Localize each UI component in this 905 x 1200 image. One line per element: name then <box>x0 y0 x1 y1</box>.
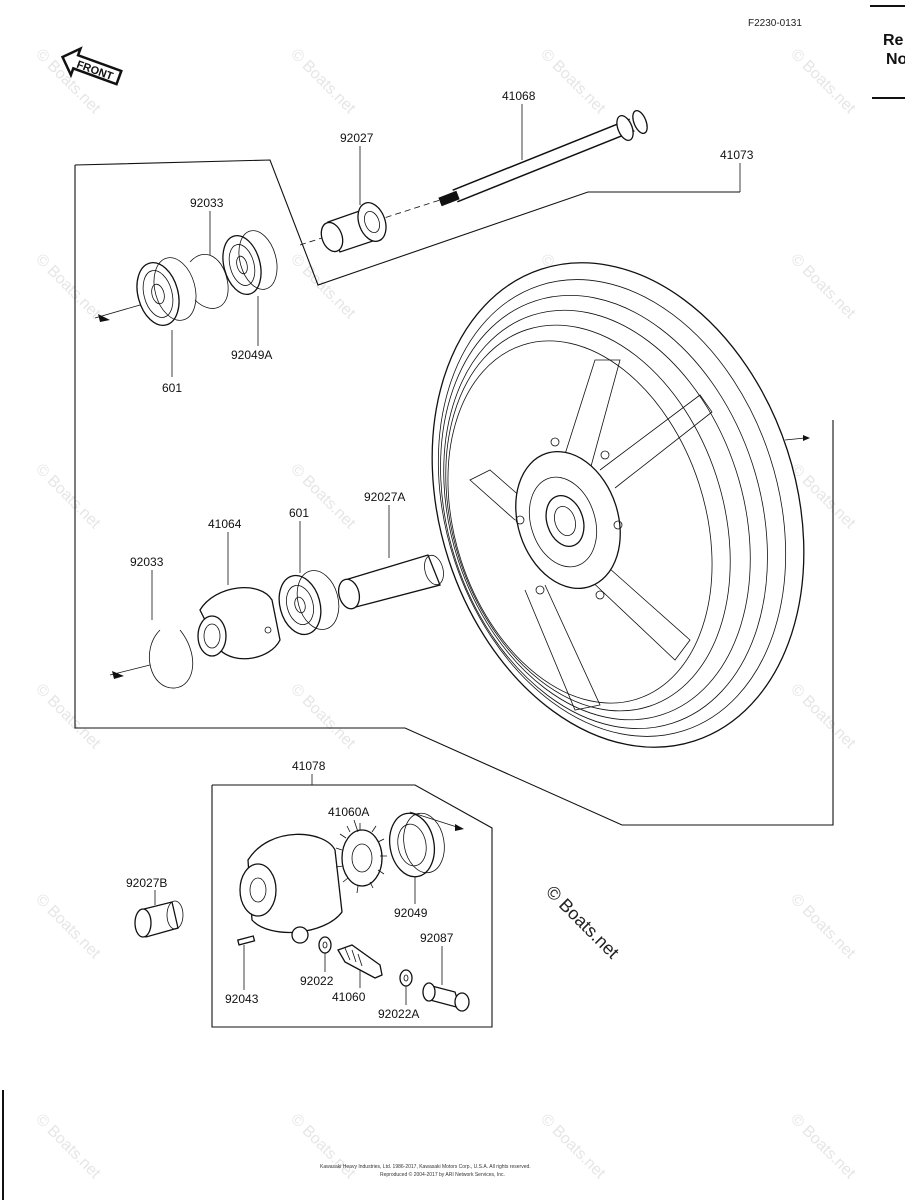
watermark: © Boats.net <box>287 46 359 118</box>
hub-group-outline-bottom <box>74 165 834 826</box>
watermark: © Boats.net <box>287 1111 359 1183</box>
pinion-41060 <box>337 944 383 979</box>
wheel-41073 <box>431 262 805 748</box>
leader-lines <box>151 104 741 1005</box>
washer-hole-icon <box>322 941 328 949</box>
arrow-head-icon <box>98 314 110 322</box>
washer-92022A <box>399 969 413 987</box>
part-label-41078: 41078 <box>292 759 326 773</box>
watermark: © Boats.net <box>537 46 609 118</box>
watermark: © Boats.net <box>287 251 359 323</box>
diagram-code: F2230-0131 <box>748 18 802 29</box>
side-header-line-1: Re <box>883 32 904 49</box>
part-label-41068: 41068 <box>502 89 536 103</box>
part-label-92022A: 92022A <box>378 1007 419 1021</box>
bearing-601-top <box>136 257 197 326</box>
part-labels: 41068 41073 92027 92033 92049A 601 92027… <box>126 89 754 1021</box>
watermark: © Boats.net <box>287 461 359 533</box>
watermark: © Boats.net <box>287 681 359 753</box>
arrow-head-icon <box>803 435 810 441</box>
part-label-41060A: 41060A <box>328 805 369 819</box>
watermark: © Boats.net <box>537 1111 609 1183</box>
circlip-92033-mid <box>149 629 194 689</box>
assembly-direction-line <box>409 811 461 829</box>
footer-copyright-line-2: Reproduced © 2004-2017 by ARI Network Se… <box>380 1171 505 1178</box>
bearing-92049A <box>222 230 278 295</box>
side-header-line-2: No <box>886 51 905 68</box>
bearing-601-mid <box>278 570 340 636</box>
bushing-92087 <box>422 982 470 1012</box>
washer-hole-icon <box>403 974 409 982</box>
collar-92027A <box>337 554 444 610</box>
meter-group-outline <box>211 784 493 1028</box>
part-label-601-mid: 601 <box>289 506 309 520</box>
axle-41068 <box>438 109 648 207</box>
part-label-92027: 92027 <box>340 131 374 145</box>
watermark: © Boats.net <box>32 251 104 323</box>
part-label-92022: 92022 <box>300 974 334 988</box>
footer-copyright-line-1: Kawasaki Heavy Industries, Ltd. 1986-201… <box>320 1164 531 1170</box>
part-label-92049A: 92049A <box>231 348 272 362</box>
part-label-92027A: 92027A <box>364 490 405 504</box>
pin-92043 <box>236 935 256 946</box>
watermark: © Boats.net <box>32 891 104 963</box>
wheel-direction-line <box>784 437 806 441</box>
watermark: © Boats.net <box>787 891 859 963</box>
watermark: © Boats.net <box>787 1111 859 1183</box>
part-label-41064: 41064 <box>208 517 242 531</box>
watermark: © Boats.net <box>787 681 859 753</box>
watermark: © Boats.net <box>32 681 104 753</box>
coupling-41064 <box>197 587 281 660</box>
watermark-prominent: © Boats.net <box>542 882 623 963</box>
part-label-92043: 92043 <box>225 992 259 1006</box>
watermark: © Boats.net <box>787 46 859 118</box>
washer-92022 <box>318 936 332 954</box>
part-label-92087: 92087 <box>420 931 454 945</box>
part-label-92033-top: 92033 <box>190 196 224 210</box>
watermark: © Boats.net <box>787 251 859 323</box>
arrow-head-icon <box>112 671 124 679</box>
assembly-direction-line <box>94 304 141 319</box>
part-label-92033-mid: 92033 <box>130 555 164 569</box>
watermark: © Boats.net <box>32 1111 104 1183</box>
oil-seal-92049 <box>388 812 445 878</box>
part-label-41073: 41073 <box>720 148 754 162</box>
arrow-head-icon <box>455 824 464 831</box>
part-label-92049: 92049 <box>394 906 428 920</box>
part-label-92027B: 92027B <box>126 876 167 890</box>
gear-housing-41078 <box>239 833 343 944</box>
hub-group-outline-top <box>74 159 740 286</box>
part-label-41060: 41060 <box>332 990 366 1004</box>
part-label-601-top: 601 <box>162 381 182 395</box>
collar-92027 <box>320 202 387 253</box>
circlip-92033-top <box>189 254 229 309</box>
sleeve-92027B <box>134 900 184 938</box>
gear-41060A <box>335 823 387 894</box>
watermark: © Boats.net <box>32 461 104 533</box>
